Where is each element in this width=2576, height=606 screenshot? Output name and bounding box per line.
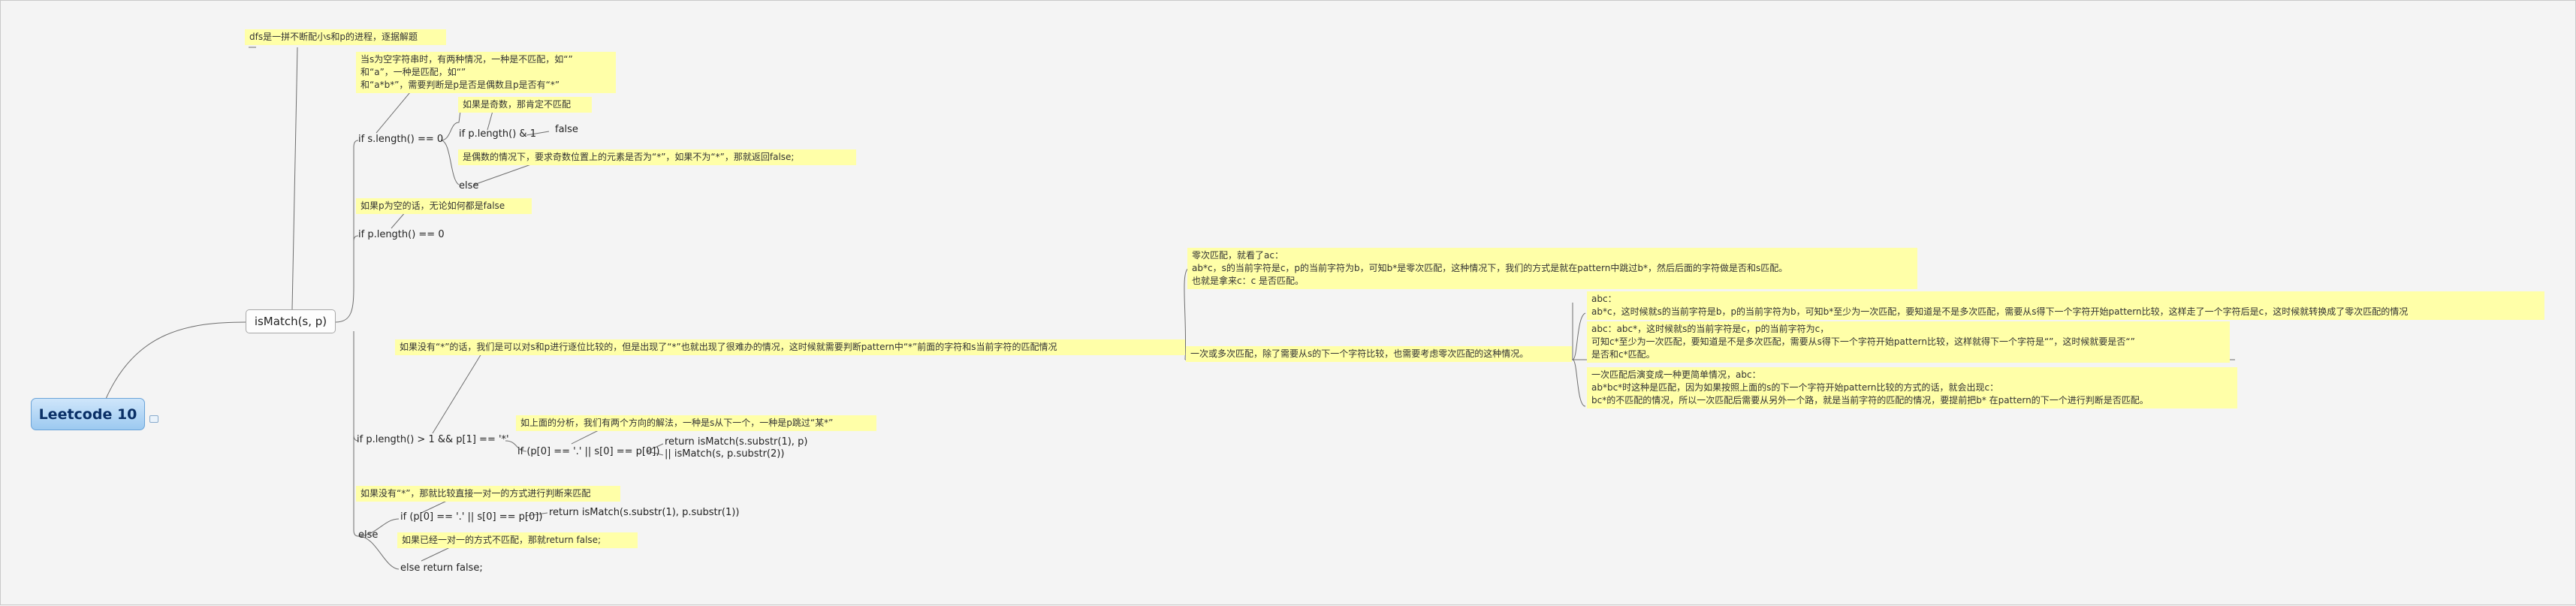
cond-else-return-false[interactable]: else return false; [400,562,483,574]
link-root-main [105,321,246,399]
link-c3-note [432,353,482,434]
cond-star-return-1[interactable]: return isMatch(s.substr(1), p) [665,436,808,448]
note-star-intro: 如果没有“*”的话，我们是可以对s和p进行逐位比较的，但是出现了“*”也就出现了… [395,339,1185,355]
cond-star-first-match[interactable]: if (p[0] == '.' || s[0] == p[0]) [517,446,660,457]
note-odd: 如果是奇数，那肯定不匹配 [458,97,592,113]
note-fail: 如果已经一对一的方式不匹配，那就return false; [397,532,638,548]
note-dfs-intro: dfs是一拼不断配小s和p的进程，逐据解题 [245,29,446,45]
link-main-branches [335,285,354,323]
note-abc-3: 一次匹配后演变成一种更简单情况，abc： ab*bc*时这种是匹配，因为如果按照… [1587,367,2237,409]
note-zero-match: 零次匹配，就看了ac： ab*c，s的当前字符是c，p的当前字符为b，可知b*是… [1187,248,1917,289]
note-no-star: 如果没有“*”，那就比较直接一对一的方式进行判断来匹配 [356,486,620,502]
note-abc-2: abc：abc*，这时候就s的当前字符是c，p的当前字符为c， 可知c*至少为一… [1587,321,2230,363]
cond-s-empty[interactable]: if s.length() == 0 [358,134,444,145]
note-empty-s: 当s为空字符串时，有两种情况，一种是不匹配，如“” 和“a”，一种是匹配，如“”… [356,52,616,93]
cond-star-return-2[interactable]: || isMatch(s, p.substr(2)) [665,448,785,460]
link-main-dfs [291,47,298,310]
cond-p-empty[interactable]: if p.length() == 0 [358,229,445,240]
note-multi-match: 一次或多次匹配，除了需要从s的下一个字符比较，也需要考虑零次匹配的这种情况。 [1186,346,1572,362]
note-p-empty: 如果p为空的话，无论如何都是false [356,198,532,214]
link-c1-sub [440,110,461,141]
collapse-toggle-icon[interactable] [149,415,158,423]
cond-else-2[interactable]: else [358,529,379,541]
cond-else-first-match[interactable]: if (p[0] == '.' || s[0] == p[0]) [400,511,543,523]
cond-p-odd[interactable]: if p.length() & 1 [459,128,536,140]
cond-else-return[interactable]: return isMatch(s.substr(1), p.substr(1)) [549,507,740,518]
note-abc-1: abc： ab*c，这时候就s的当前字符是b，p的当前字符为b，可知b*至少为一… [1587,291,2544,320]
note-two-directions: 如上面的分析，我们有两个方向的解法，一种是s从下一个，一种是p跳过“某*” [516,415,876,431]
main-topic[interactable]: isMatch(s, p) [246,309,336,333]
cond-else-1[interactable]: else [459,180,479,191]
root-topic[interactable]: Leetcode 10 [31,398,145,430]
link-note-fanout [1184,267,1190,360]
link-c4-sub [357,518,400,537]
cond-star[interactable]: if p.length() > 1 && p[1] == '*' [357,434,509,445]
note-even: 是偶数的情况下，要求奇数位置上的元素是否为“*”，如果不为“*”，那就返回fal… [458,149,856,165]
cond-p-odd-result[interactable]: false [555,124,578,135]
